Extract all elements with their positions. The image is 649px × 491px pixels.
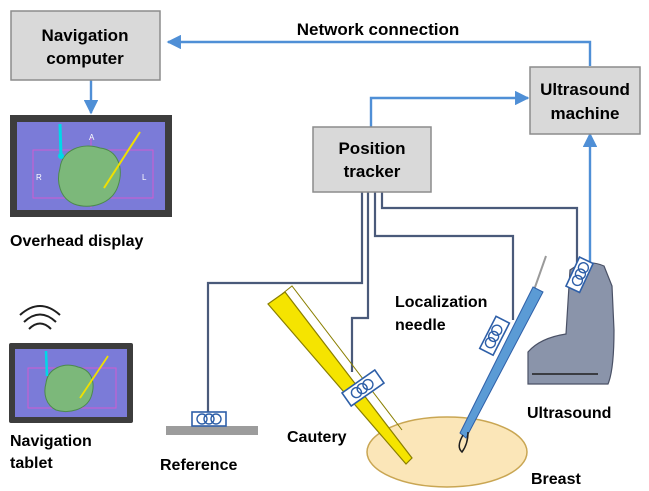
tracker-to-ultrasound-machine-wire xyxy=(369,90,530,127)
overhead-display-label: Overhead display xyxy=(10,233,143,250)
ultrasound-machine-box: Ultrasound machine xyxy=(529,66,641,135)
tracker-to-needle-wire xyxy=(373,192,515,320)
tracker-to-reference-wire xyxy=(206,192,364,412)
localization-needle-label-line2: needle xyxy=(395,317,446,334)
navigation-computer-box: Navigation computer xyxy=(10,10,161,81)
position-tracker-label-line2: tracker xyxy=(344,162,401,181)
navigation-tablet-label-line2: tablet xyxy=(10,455,53,472)
screen-letter-left: R xyxy=(36,173,42,182)
tablet-needle-trajectory-icon xyxy=(79,355,109,399)
reference-marker xyxy=(166,411,258,435)
tablet-cautery-trajectory-icon xyxy=(44,350,49,377)
reference-label: Reference xyxy=(160,457,237,474)
tracker-to-cautery-wire xyxy=(350,192,370,372)
needle-trajectory-icon xyxy=(103,131,141,189)
tracker-to-probe-wire xyxy=(380,192,579,266)
ultrasound-probe-label: Ultrasound xyxy=(527,405,611,422)
network-connection-label: Network connection xyxy=(297,20,459,39)
localization-needle-label-line1: Localization xyxy=(395,294,487,311)
screen-letter-right: L xyxy=(142,173,147,182)
navigation-tablet xyxy=(9,343,133,423)
network-connection-wire xyxy=(166,34,592,66)
breast-label: Breast xyxy=(531,471,581,488)
wifi-icon xyxy=(19,305,61,330)
ultrasound-probe xyxy=(527,256,615,385)
ultrasound-machine-label-line1: Ultrasound xyxy=(540,80,630,99)
tablet-tumor-model-icon xyxy=(44,364,94,412)
position-tracker-box: Position tracker xyxy=(312,126,432,193)
navigation-computer-label-line2: computer xyxy=(46,49,124,68)
ultrasound-machine-label-line2: machine xyxy=(551,104,620,123)
navigation-tablet-label-line1: Navigation xyxy=(10,433,92,450)
cautery-label: Cautery xyxy=(287,429,347,446)
position-tracker-label-line1: Position xyxy=(338,139,405,158)
overhead-display: A R L xyxy=(10,115,172,217)
cautery-tool xyxy=(267,285,413,465)
navigation-computer-label-line1: Navigation xyxy=(42,26,129,45)
localization-needle xyxy=(458,255,547,454)
screen-letter-top: A xyxy=(89,133,95,142)
breast-shape xyxy=(366,416,528,488)
cautery-trajectory-icon xyxy=(58,123,63,157)
tumor-model-icon xyxy=(58,145,121,207)
